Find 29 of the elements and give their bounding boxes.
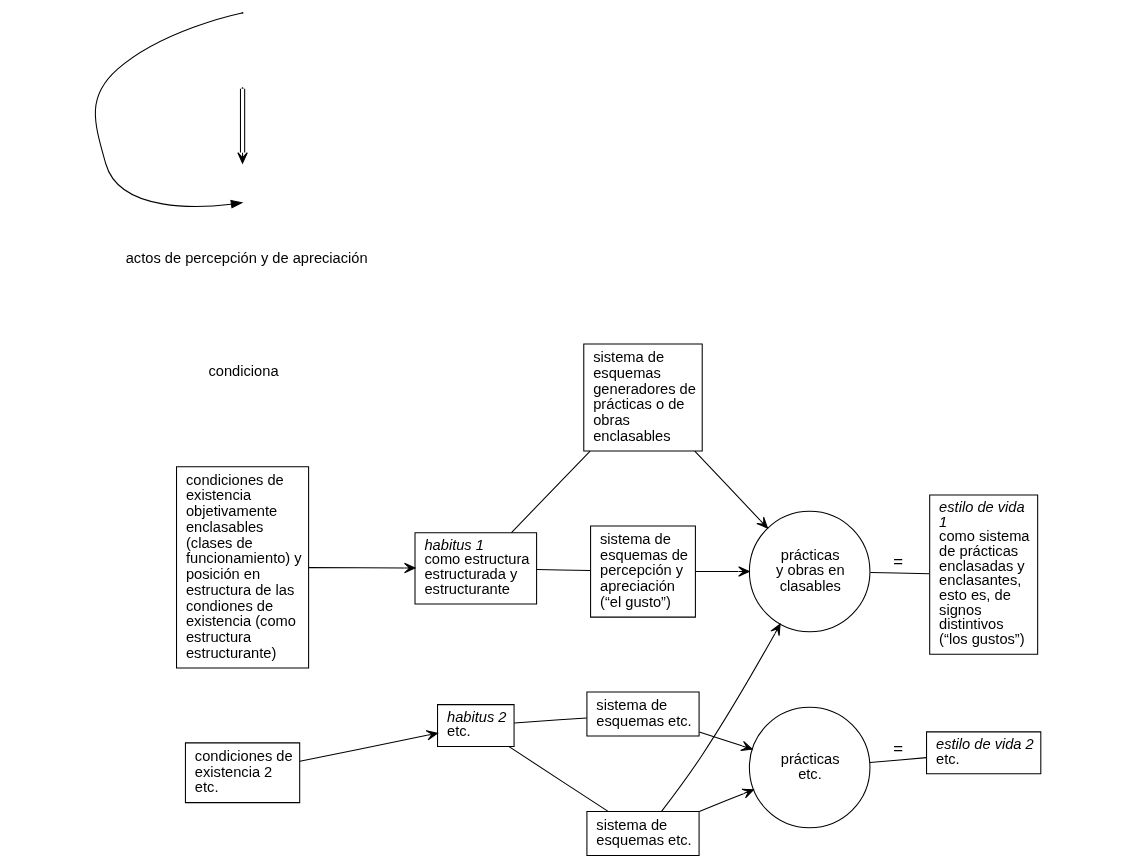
connector [869, 572, 930, 575]
connector [513, 717, 588, 724]
node-box: habitus 1 como estructura estructurada y estructurante [414, 532, 538, 605]
legend-label: condiciona [208, 363, 279, 380]
arrow [698, 731, 753, 751]
arrow [308, 562, 416, 574]
edge-label: = [893, 738, 904, 758]
node-box: condiciones de existencia objetivamente enclasables (clases de funcionamiento) y posición en estructura de las condiones de existencia (como estructura estructurante) [176, 466, 310, 669]
connector [508, 746, 609, 812]
node-box: sistema de esquemas generadores de prácticas o de obras enclasables [583, 343, 703, 452]
node-box: sistema de esquemas etc. [586, 811, 700, 857]
connector [869, 757, 928, 763]
node-circle: prácticas etc. [748, 706, 871, 829]
node-box: condiciones de existencia 2 etc. [184, 742, 301, 804]
node-box: estilo de vida 2 etc. [926, 731, 1042, 775]
arrow [695, 566, 750, 577]
legend-label: actos de percepción y de apreciación [125, 250, 368, 267]
node-box: estilo de vida 1 como sistema de prácticas enclasadas y enclasantes, esto es, de signos distintivos (“los gustos”) [929, 494, 1039, 655]
connector [510, 450, 591, 534]
connector [536, 569, 591, 572]
arrow [694, 450, 768, 529]
node-circle: prácticas y obras enclasables [748, 510, 871, 633]
arrow [661, 623, 781, 812]
arrow [299, 730, 438, 762]
arrow [698, 788, 755, 812]
node-box: sistema de esquemas etc. [586, 691, 700, 737]
edge-label: = [893, 552, 904, 572]
node-box: sistema de esquemas de percepción y apreciación (“el gusto”) [590, 525, 696, 618]
node-box: habitus 2 etc. [437, 704, 515, 748]
